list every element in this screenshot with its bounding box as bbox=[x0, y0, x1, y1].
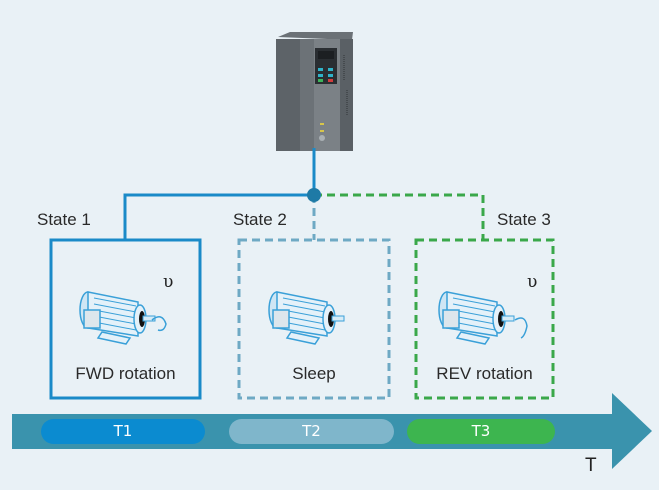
state-1-caption-area: FWD rotation bbox=[51, 240, 200, 398]
rotation-arrow-rev-icon bbox=[514, 317, 528, 339]
connector-state-3 bbox=[314, 193, 485, 240]
state-1-caption: FWD rotation bbox=[75, 364, 176, 383]
state-1-box bbox=[49, 238, 202, 400]
junction-node bbox=[307, 188, 321, 202]
motor-icon bbox=[79, 291, 156, 345]
rotation-arrow-fwd-icon bbox=[151, 316, 167, 332]
segment-t3: T3 bbox=[407, 419, 555, 444]
state-3-box bbox=[414, 238, 555, 400]
state-1-label: State 1 bbox=[37, 210, 91, 229]
state-2-label: State 2 bbox=[233, 210, 287, 229]
connector-state-1 bbox=[123, 193, 314, 240]
state-3-label: State 3 bbox=[497, 210, 551, 229]
inverter-device bbox=[276, 32, 353, 151]
state-3-caption: REV rotation bbox=[436, 364, 533, 383]
speed-symbol: υ bbox=[527, 272, 538, 292]
state-2-caption: Sleep bbox=[292, 364, 336, 383]
state-2-caption-area: Sleep bbox=[239, 240, 389, 398]
segment-t2: T2 bbox=[229, 419, 394, 444]
speed-symbol: υ bbox=[163, 272, 174, 292]
state-3-caption-area: REV rotation bbox=[416, 240, 553, 398]
segment-t1: T1 bbox=[41, 419, 205, 444]
state-2-box bbox=[237, 238, 391, 400]
time-axis-label: T bbox=[585, 455, 597, 476]
